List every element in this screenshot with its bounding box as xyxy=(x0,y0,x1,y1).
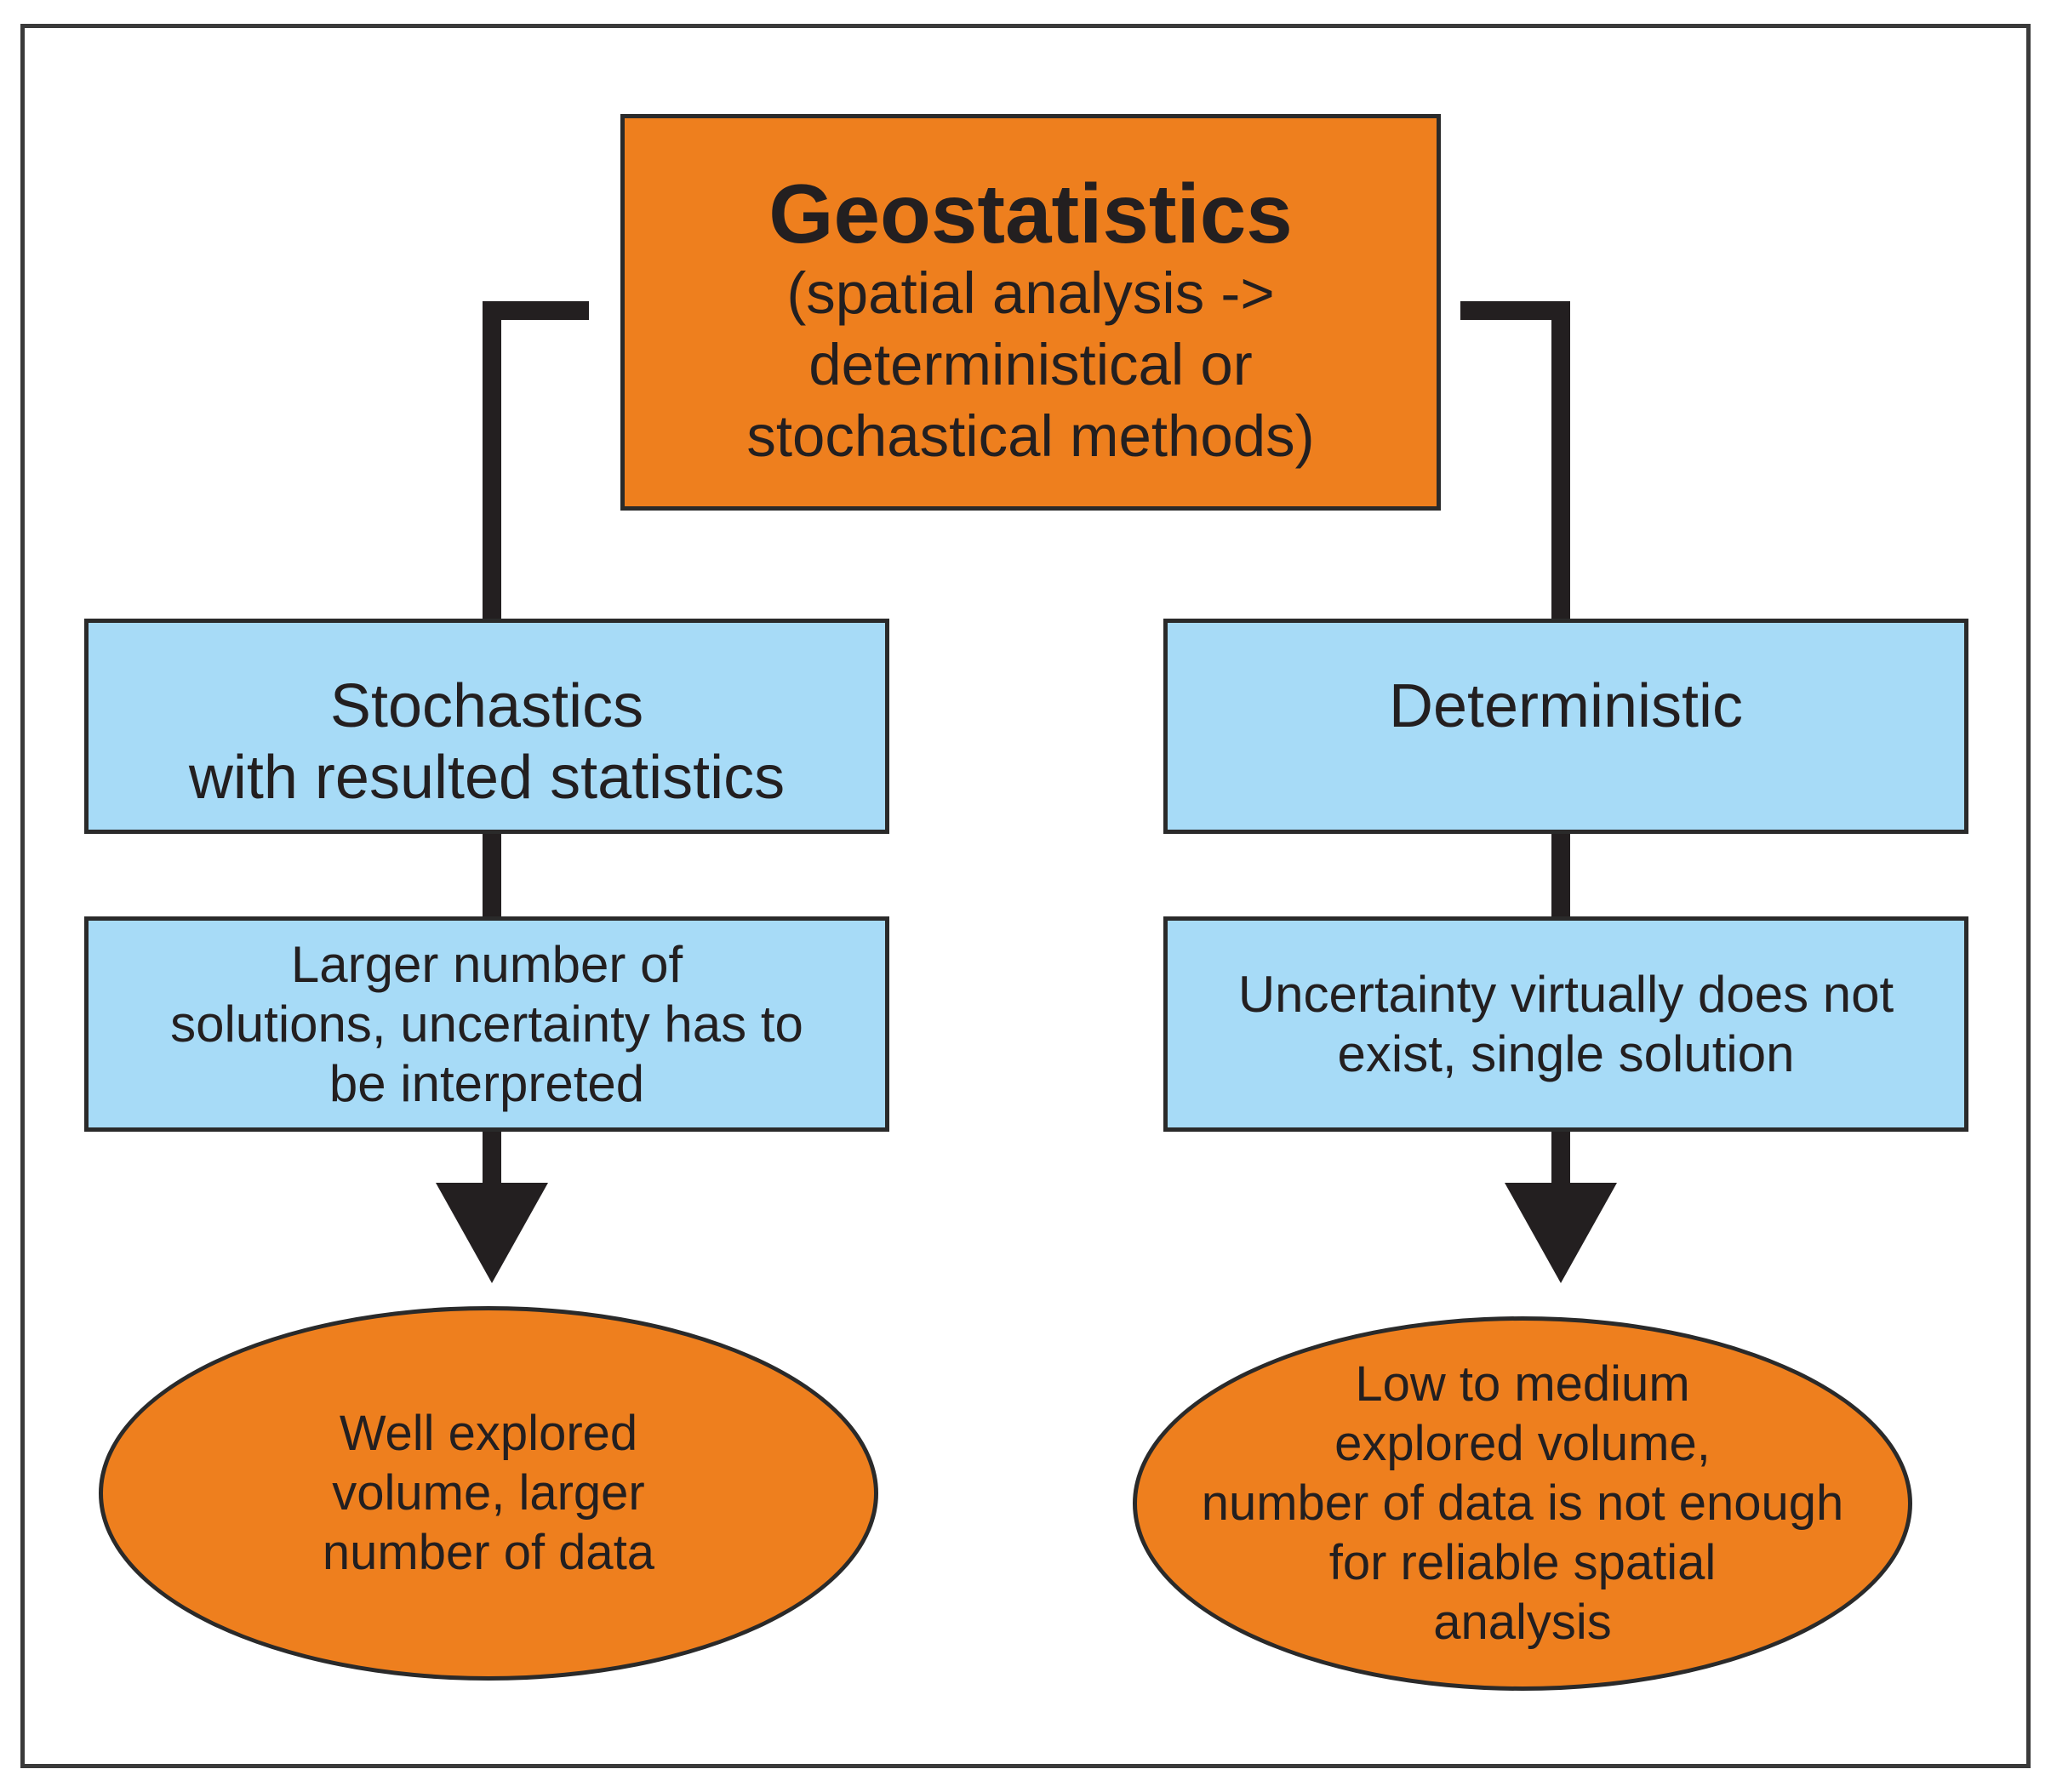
root-subtitle: (spatial analysis -> deterministical or … xyxy=(746,260,1315,469)
diagram-frame xyxy=(20,24,2031,1768)
stochastics-label: Stochastics with resulted statistics xyxy=(188,672,786,812)
stochastics-detail-label: Larger number of solutions, uncertainty … xyxy=(170,935,803,1112)
deterministic-label: Deterministic xyxy=(1388,672,1744,740)
stochastics-outcome-label: Well explored volume, larger number of d… xyxy=(322,1406,655,1580)
stochastics-box: Stochastics with resulted statistics xyxy=(84,619,889,834)
deterministic-box: Deterministic xyxy=(1163,619,1968,834)
deterministic-detail-label: Uncertainty virtually does not exist, si… xyxy=(1237,965,1894,1082)
connector-root-to-stochastics xyxy=(483,301,589,619)
stochastics-outcome-ellipse: Well explored volume, larger number of d… xyxy=(99,1306,878,1681)
deterministic-outcome-ellipse: Low to medium explored volume, number of… xyxy=(1133,1316,1912,1691)
stochastics-detail-box: Larger number of solutions, uncertainty … xyxy=(84,916,889,1132)
root-title: Geostatistics xyxy=(768,167,1293,260)
arrow-head-right xyxy=(1505,1183,1617,1283)
deterministic-detail-box: Uncertainty virtually does not exist, si… xyxy=(1163,916,1968,1132)
deterministic-outcome-label: Low to medium explored volume, number of… xyxy=(1201,1356,1844,1650)
arrow-head-left xyxy=(436,1183,548,1283)
geostatistics-box: Geostatistics (spatial analysis -> deter… xyxy=(620,114,1441,511)
connector-root-to-deterministic xyxy=(1460,301,1570,619)
